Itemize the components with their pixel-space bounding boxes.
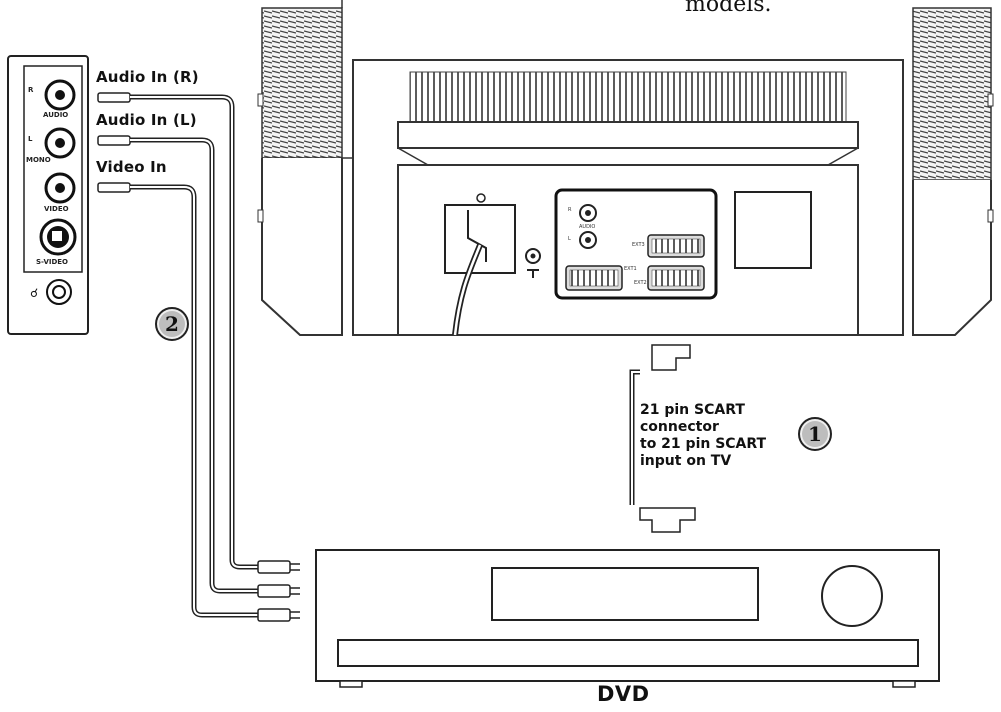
- scart-description: 21 pin SCART connector to 21 pin SCART i…: [640, 402, 766, 470]
- headphone-icon: ☌: [30, 286, 39, 300]
- cable-audio-right: [97, 92, 262, 570]
- cable-label-audio-left: Audio In (L): [96, 111, 197, 129]
- step-two-badge: 2: [155, 307, 189, 341]
- tv-ext3-label: EXT3: [632, 242, 645, 248]
- cable-label-audio-right: Audio In (R): [96, 68, 199, 86]
- side-panel-svideo-label: S-VIDEO: [36, 258, 69, 266]
- side-panel-video-label: VIDEO: [44, 205, 69, 213]
- cable-audio-left: [97, 135, 262, 594]
- step-one-badge: 1: [798, 417, 832, 451]
- scart-line-1: 21 pin SCART: [640, 402, 745, 418]
- tv-ext1-label: EXT1: [624, 266, 637, 272]
- side-panel-mono-label: MONO: [26, 156, 51, 164]
- tv-left-speaker: [257, 0, 352, 336]
- tv-connector-panel: [554, 188, 718, 300]
- header-note: models.: [685, 0, 772, 17]
- antenna-socket: [525, 248, 541, 278]
- cable-label-video: Video In: [96, 158, 167, 176]
- scart-line-4: input on TV: [640, 453, 732, 469]
- side-panel-r-label: R: [28, 86, 34, 94]
- side-panel-audio-label: AUDIO: [43, 111, 69, 119]
- dvd-player: [315, 549, 940, 688]
- rca-plugs: [257, 560, 300, 622]
- scart-line-2: connector: [640, 419, 719, 435]
- side-input-panel: [7, 55, 89, 335]
- tv-port-r-label: R: [568, 207, 572, 213]
- scart-line-3: to 21 pin SCART: [640, 436, 767, 452]
- tv-right-speaker: [912, 7, 994, 336]
- cable-video: [97, 182, 262, 618]
- tv-port-audio-label: AUDIO: [579, 224, 596, 230]
- scart-cable: [629, 344, 696, 533]
- dvd-label: DVD: [597, 682, 650, 706]
- tv-ext2-label: EXT2: [634, 280, 647, 286]
- blank-plate: [734, 191, 812, 269]
- side-panel-l-label: L: [28, 135, 33, 143]
- tv-port-l-label: L: [568, 236, 571, 242]
- power-cord: [444, 193, 516, 336]
